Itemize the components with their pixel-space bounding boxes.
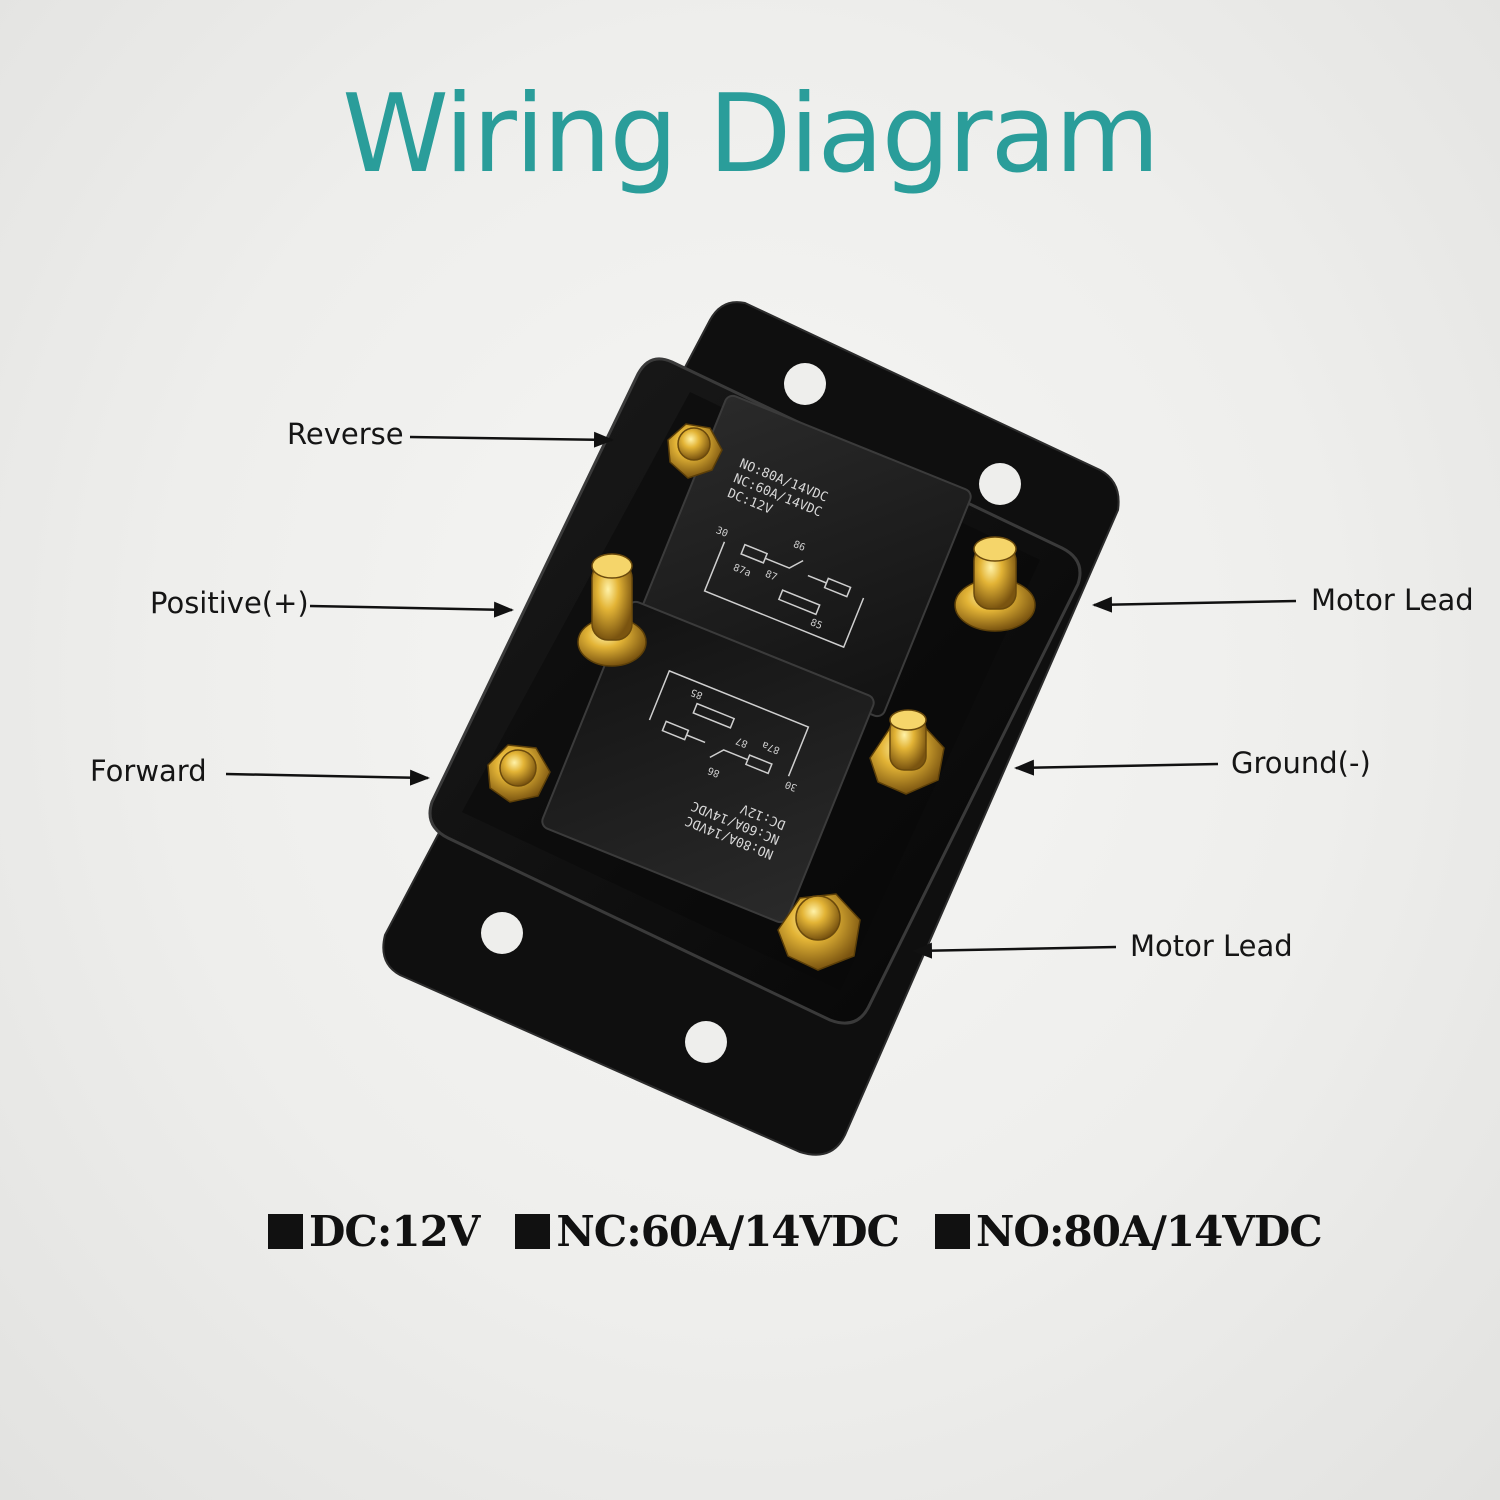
relay-pin-label: 86	[706, 764, 721, 779]
mounting-hole	[784, 363, 826, 405]
spec-item: NC:60A/14VDC	[515, 1206, 900, 1256]
label-motor-lead-bottom: Motor Lead	[1130, 929, 1293, 963]
mounting-hole	[979, 463, 1021, 505]
label-forward: Forward	[90, 754, 207, 788]
label-ground: Ground(-)	[1231, 746, 1371, 780]
arrow-motor-lead-bottom	[912, 942, 1117, 959]
relay-pin-label: 85	[808, 617, 823, 632]
terminal-stud-forward	[487, 744, 551, 803]
bullet-square-icon	[515, 1213, 551, 1249]
terminal-stud-motor-lead-top	[954, 536, 1036, 632]
relay-pin-label: 87	[763, 569, 778, 584]
spec-no: NO:80A/14VDC	[975, 1206, 1323, 1256]
arrow-motor-lead-top	[1092, 596, 1297, 613]
spec-nc: NC:60A/14VDC	[556, 1206, 900, 1256]
spec-item: DC:12V	[268, 1206, 480, 1256]
mounting-hole	[685, 1021, 727, 1063]
terminal-stud-reverse	[667, 423, 723, 479]
relay-pin-label: 87	[734, 734, 749, 749]
leader-arrows	[225, 431, 1297, 959]
terminal-stud-ground	[869, 709, 945, 795]
relay-lower: NO:80A/14VDC NC:60A/14VDC DC:12V 30 86 8…	[541, 600, 875, 924]
bullet-square-icon	[934, 1213, 970, 1249]
label-positive: Positive(+)	[150, 586, 309, 620]
relay-pin-label: 30	[784, 778, 799, 793]
spec-list: DC:12V NC:60A/14VDC NO:80A/14VDC	[268, 1206, 1358, 1256]
relay-pin-label: 86	[791, 539, 806, 554]
terminal-stud-positive	[577, 553, 647, 667]
relay-schematic	[703, 541, 865, 649]
page-title: Wiring Diagram	[342, 72, 1160, 197]
label-reverse: Reverse	[287, 417, 404, 451]
arrow-reverse	[409, 431, 614, 448]
label-motor-lead-top: Motor Lead	[1311, 583, 1474, 617]
arrow-ground	[1014, 759, 1219, 776]
spec-dc: DC:12V	[309, 1206, 480, 1256]
mounting-hole	[481, 912, 523, 954]
relay-pin-label: 85	[689, 686, 704, 701]
relay-pin-label: 30	[714, 525, 729, 540]
spec-item: NO:80A/14VDC	[934, 1206, 1323, 1256]
arrow-positive	[309, 601, 514, 618]
terminal-stud-motor-lead-bottom	[777, 893, 861, 971]
relay-schematic	[648, 669, 810, 777]
bullet-square-icon	[268, 1213, 303, 1249]
arrow-forward	[225, 769, 430, 786]
